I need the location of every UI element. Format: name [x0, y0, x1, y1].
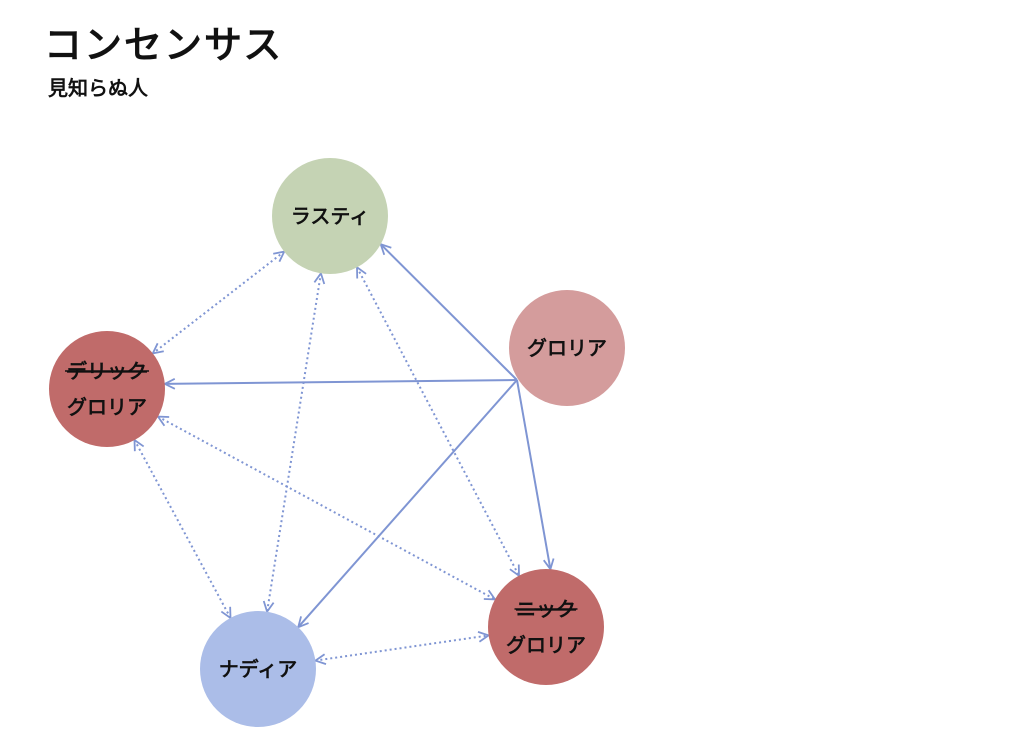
node-label-gloria-0: グロリア — [527, 336, 607, 360]
node-gloria[interactable]: グロリア — [509, 290, 625, 406]
node-label-nadia-0: ナディア — [219, 657, 298, 681]
node-circle-nick_gloria — [488, 569, 604, 685]
node-nadia[interactable]: ナディア — [200, 611, 316, 727]
node-circle-gloria — [509, 290, 625, 406]
node-circle-nadia — [200, 611, 316, 727]
edge-rusty-to-nick_gloria — [357, 267, 519, 575]
page-subtitle: 見知らぬ人 — [48, 76, 148, 100]
node-label-rusty-0: ラスティ — [291, 204, 369, 228]
edges-layer — [135, 244, 551, 660]
node-label-derrick_gloria-1: グロリア — [67, 395, 147, 419]
edge-gloria-to-nadia — [298, 379, 518, 627]
edge-derrick_gloria-to-nadia — [135, 440, 231, 618]
edge-rusty-to-derrick_gloria — [153, 252, 284, 354]
node-circle-rusty — [272, 158, 388, 274]
edge-gloria-to-nick_gloria — [516, 379, 550, 569]
edge-gloria-to-derrick_gloria — [165, 380, 518, 384]
node-rusty[interactable]: ラスティ — [272, 158, 388, 274]
node-label-nick_gloria-1: グロリア — [506, 633, 586, 657]
node-circle-derrick_gloria — [49, 331, 165, 447]
page-title: コンセンサス — [44, 22, 284, 67]
edge-gloria-to-rusty — [381, 244, 518, 381]
edge-nadia-to-nick_gloria — [315, 635, 488, 660]
edge-derrick_gloria-to-nick_gloria — [158, 417, 495, 600]
edge-rusty-to-nadia — [267, 273, 321, 611]
